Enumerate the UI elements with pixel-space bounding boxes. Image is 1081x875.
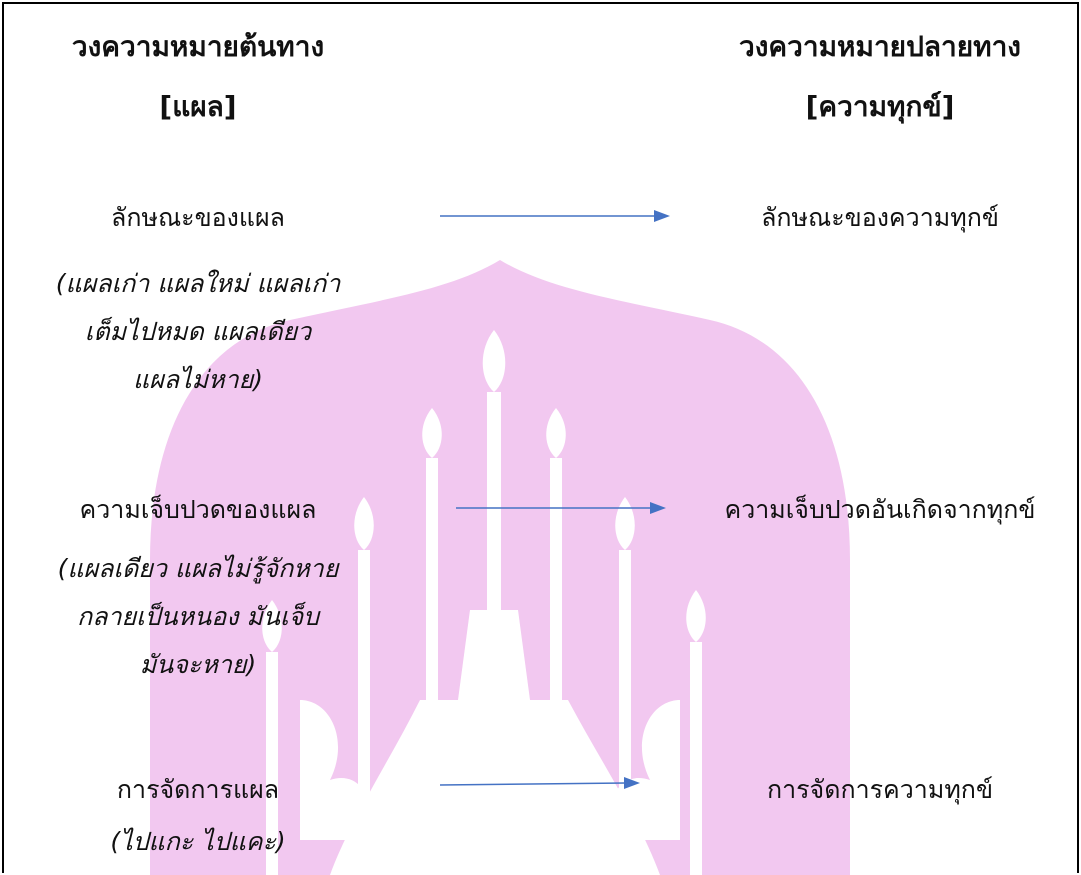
source-concept-wound-management: การจัดการแผล bbox=[116, 775, 280, 804]
source-domain-subtitle: [แผล] bbox=[159, 90, 237, 123]
target-concept-suffering-pain: ความเจ็บปวดอันเกิดจากทุกข์ bbox=[724, 495, 1036, 524]
source-note-line: กลายเป็นหนอง มันเจ็บ bbox=[76, 602, 320, 631]
target-concept-suffering-characteristics: ลักษณะของความทุกข์ bbox=[761, 203, 999, 232]
right-arrow-icon bbox=[440, 776, 640, 792]
source-domain-title: วงความหมายต้นทาง bbox=[71, 30, 325, 63]
source-notes-wound-management: (ไปแกะ ไปแคะ) bbox=[28, 818, 368, 866]
right-arrow-icon bbox=[440, 208, 670, 224]
source-note-line: เต็มไปหมด แผลเดียว bbox=[84, 317, 312, 346]
source-notes-wound-pain: (แผลเดียว แผลไม่รู้จักหาย กลายเป็นหนอง ม… bbox=[28, 545, 368, 689]
source-note-line: (แผลเดียว แผลไม่รู้จักหาย bbox=[57, 554, 339, 583]
source-note-line: มันจะหาย) bbox=[139, 650, 257, 679]
target-domain-subtitle: [ความทุกข์] bbox=[805, 90, 955, 123]
source-concept-wound-characteristics: ลักษณะของแผล bbox=[111, 203, 285, 232]
source-note-line: (แผลเก่า แผลใหม่ แผลเก่า bbox=[55, 269, 341, 298]
source-notes-wound-characteristics: (แผลเก่า แผลใหม่ แผลเก่า เต็มไปหมด แผลเด… bbox=[28, 260, 368, 404]
right-arrow-icon bbox=[456, 500, 666, 516]
target-domain-title: วงความหมายปลายทาง bbox=[739, 30, 1021, 63]
source-note-line: (ไปแกะ ไปแคะ) bbox=[110, 827, 286, 856]
source-concept-wound-pain: ความเจ็บปวดของแผล bbox=[79, 495, 317, 524]
source-note-line: แผลไม่หาย) bbox=[132, 365, 264, 394]
target-concept-suffering-management: การจัดการความทุกข์ bbox=[766, 775, 994, 804]
